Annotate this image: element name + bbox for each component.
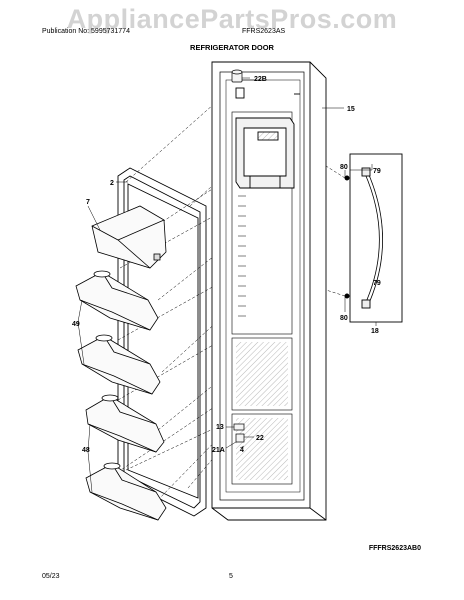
door-shell (211, 61, 327, 521)
callout-80b: 80 (340, 315, 348, 322)
watermark: AppliancePartsPros.com (66, 4, 398, 34)
callout-79b: 79 (373, 280, 381, 287)
page-title: REFRIGERATOR DOOR (190, 43, 274, 52)
callout-22: 22 (256, 435, 264, 442)
callout-18: 18 (371, 328, 379, 335)
door-bins (75, 270, 167, 521)
page-number: 5 (229, 573, 233, 580)
publication-number: Publication No: 5995731774 (42, 28, 130, 35)
figure-code: FFFRS2623AB0 (368, 545, 421, 552)
callout-7: 7 (86, 199, 90, 206)
hinge-cap (231, 69, 254, 83)
callout-15: 15 (347, 106, 355, 113)
callout-80a: 80 (340, 164, 348, 171)
bottom-hinge (225, 423, 254, 449)
callout-48: 48 (82, 447, 90, 454)
footer-date: 05/23 (42, 573, 60, 580)
door-handle (344, 153, 403, 323)
callout-22b: 22B (254, 76, 267, 83)
callout-79a: 79 (373, 168, 381, 175)
dairy-compartment (91, 205, 167, 269)
callout-49: 49 (72, 321, 80, 328)
callout-2: 2 (110, 180, 114, 187)
callout-leaders (77, 77, 377, 493)
callout-4: 4 (240, 447, 244, 454)
callout-21a: 21A (212, 447, 225, 454)
callout-13: 13 (216, 424, 224, 431)
model-number: FFRS2623AS (242, 28, 286, 35)
